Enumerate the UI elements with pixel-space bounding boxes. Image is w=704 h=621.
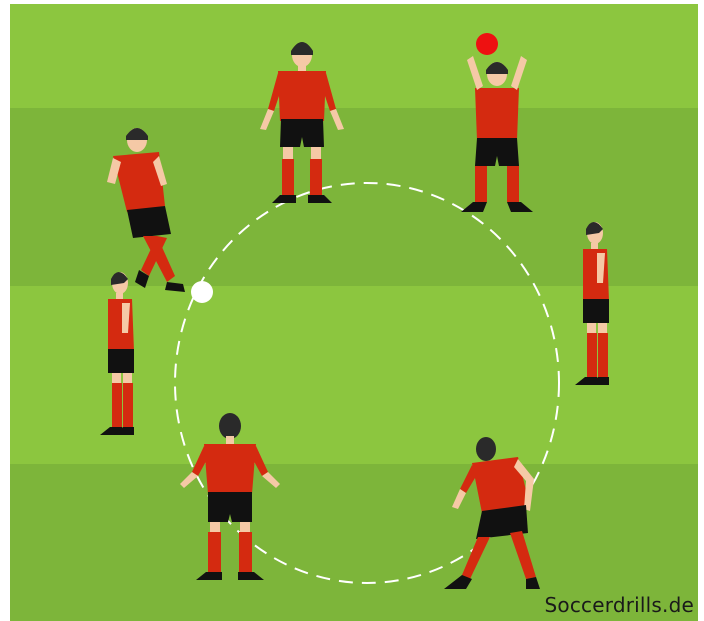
watermark-text: Soccerdrills.de xyxy=(545,593,694,617)
white-ball xyxy=(191,281,213,303)
grass-stripe xyxy=(10,4,698,108)
red-ball xyxy=(476,33,498,55)
